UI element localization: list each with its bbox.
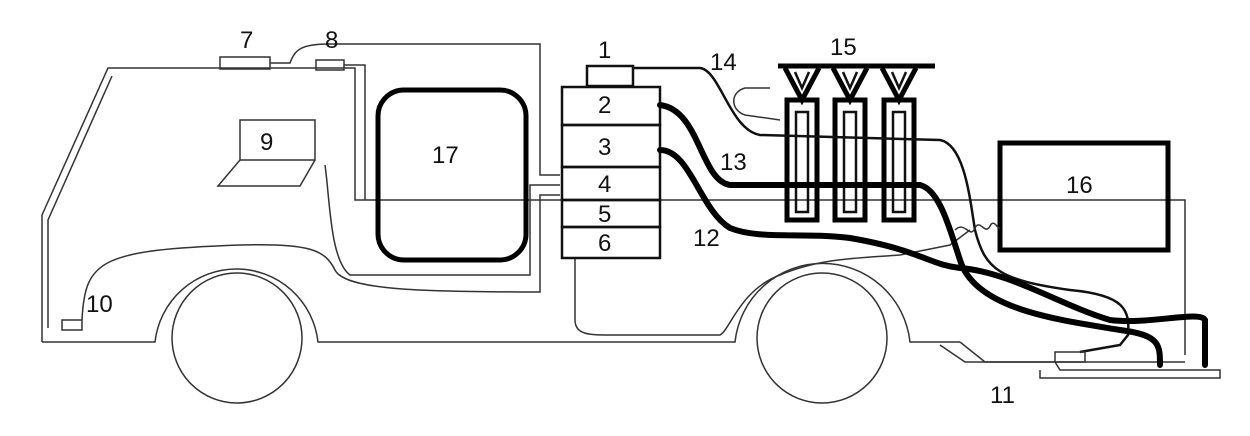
rear-wheel: [756, 272, 888, 404]
front-wheel: [171, 272, 303, 404]
label-16: 16: [1066, 172, 1093, 199]
label-8: 8: [325, 27, 338, 54]
label-17: 17: [432, 142, 459, 169]
label-7: 7: [240, 27, 253, 54]
component-7: [219, 56, 271, 70]
label-13: 13: [720, 149, 747, 176]
label-5: 5: [598, 201, 611, 228]
label-9: 9: [260, 129, 273, 156]
label-4: 4: [598, 171, 611, 198]
component-6: [560, 225, 662, 260]
label-2: 2: [598, 92, 611, 119]
label-12: 12: [693, 225, 720, 252]
hoses: [633, 66, 1208, 368]
label-3: 3: [598, 134, 611, 161]
base-plate-11: [939, 344, 1221, 379]
cable-7: [270, 43, 560, 176]
laptop-9: [216, 119, 316, 187]
label-6: 6: [598, 230, 611, 257]
label-11: 11: [990, 382, 1015, 409]
line-14: [633, 66, 1130, 354]
hose-12: [657, 147, 1208, 368]
equipment-stack: [560, 64, 662, 260]
component-1: [585, 64, 635, 88]
component-10: [61, 319, 83, 331]
label-10: 10: [86, 291, 113, 318]
tank-17: [375, 87, 529, 263]
hose-13: [657, 102, 1163, 368]
label-15: 15: [830, 34, 857, 61]
cylinder-bank-15: [778, 63, 935, 223]
cable-8: [344, 64, 366, 200]
truck-body: [41, 67, 1186, 363]
box-16: [997, 140, 1171, 253]
label-14: 14: [710, 49, 737, 76]
label-1: 1: [598, 37, 611, 64]
